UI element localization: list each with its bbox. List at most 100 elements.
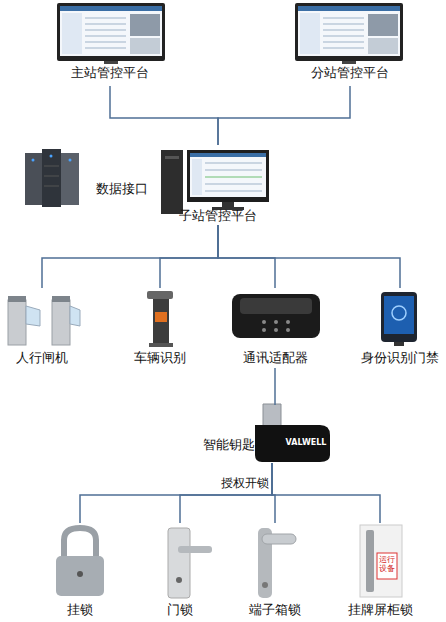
vehicle-camera-illustration-part <box>153 299 169 345</box>
server-illustration-part <box>61 153 79 205</box>
computer-illustration-part <box>205 177 262 178</box>
access-terminal-illustration-part <box>381 292 417 342</box>
access-terminal-illustration <box>381 292 417 346</box>
node-label: 身份识别门禁 <box>357 351 443 366</box>
gate-illustration-part <box>8 296 26 302</box>
monitor-illustration-part <box>295 3 403 61</box>
node-label: 数据接口 <box>92 182 152 197</box>
access-terminal-illustration-part <box>394 342 404 346</box>
gate-illustration-part <box>8 300 26 345</box>
connector-line <box>272 463 380 523</box>
connector-line <box>218 225 275 288</box>
computer-illustration-part <box>205 184 262 185</box>
terminal-box-lock-illustration <box>258 528 296 598</box>
smart-key-illustration-part <box>263 404 281 426</box>
adapter-illustration-part <box>286 328 290 332</box>
monitor-illustration-part <box>85 24 126 25</box>
connector-line <box>42 225 218 288</box>
server-illustration-part <box>44 166 59 167</box>
adapter-illustration-part <box>240 298 312 314</box>
vehicle-camera-illustration-part <box>147 291 173 299</box>
door-lock-illustration-part <box>168 528 190 598</box>
monitor-illustration-part <box>323 24 364 25</box>
computer-illustration <box>161 150 269 214</box>
server-illustration-part <box>42 149 61 207</box>
node-label: 分站管控平台 <box>290 66 410 81</box>
monitor-illustration-part <box>298 6 400 56</box>
connector-line <box>274 368 276 405</box>
adapter-illustration-part <box>274 320 278 324</box>
terminal-box-lock-illustration-part <box>262 534 296 544</box>
node-label: 子站管控平台 <box>158 209 278 224</box>
monitor-illustration-part <box>57 3 165 61</box>
device-node: 分站管控平台 <box>290 0 410 86</box>
device-marking: VALWELL <box>284 439 328 448</box>
connector-line <box>180 463 272 523</box>
monitor-illustration-part <box>368 14 398 36</box>
server-illustration-part <box>44 176 59 177</box>
monitor-illustration-part <box>368 38 398 54</box>
monitor-illustration-part <box>323 18 364 19</box>
vehicle-camera-illustration-part <box>149 343 173 347</box>
monitor-illustration-part <box>85 30 126 31</box>
adapter-illustration <box>232 294 320 338</box>
adapter-illustration-part <box>232 294 320 338</box>
computer-illustration-part <box>165 156 179 159</box>
computer-illustration-part <box>222 202 234 207</box>
monitor-illustration-part <box>62 13 82 54</box>
door-lock-illustration-part <box>178 546 212 553</box>
device-node: 数据接口 <box>20 145 155 210</box>
access-terminal-illustration-part <box>392 306 406 320</box>
monitor-illustration-part <box>85 42 126 43</box>
gate-illustration-part <box>52 300 70 345</box>
gate-illustration-part <box>26 306 40 326</box>
cabinet-lock-illustration <box>360 525 402 597</box>
smart-key-illustration-part <box>255 425 330 462</box>
gate-illustration-part <box>52 296 70 302</box>
cabinet-lock-illustration-part <box>360 525 402 597</box>
monitor-illustration-part <box>300 13 320 54</box>
computer-illustration-part <box>190 153 266 157</box>
node-label: 智能钥匙 <box>200 438 258 453</box>
device-node: 智能钥匙 <box>200 405 332 463</box>
device-node: 身份识别门禁 <box>357 288 443 368</box>
monitor-illustration-part <box>298 6 400 11</box>
device-marking: 运行设备 <box>378 556 396 574</box>
monitor-illustration-part <box>85 48 126 49</box>
server-illustration-part <box>44 186 59 187</box>
padlock-illustration <box>56 528 104 596</box>
monitor-illustration-part <box>130 14 160 36</box>
monitor-illustration-part <box>85 36 126 37</box>
device-node: 端子箱锁 <box>240 523 310 618</box>
vehicle-camera-illustration <box>147 291 173 347</box>
node-label: 端子箱锁 <box>240 603 310 618</box>
monitor-illustration-part <box>323 48 364 49</box>
node-label: 通讯适配器 <box>225 351 325 366</box>
computer-illustration-part <box>205 191 262 192</box>
monitor-illustration-part <box>60 6 162 11</box>
gate-illustration <box>8 296 80 345</box>
node-label: 挂锁 <box>45 603 115 618</box>
connector-line <box>218 86 350 145</box>
line-label: 授权开锁 <box>220 477 270 490</box>
server-illustration <box>25 149 79 207</box>
cabinet-lock-illustration-part <box>366 530 374 592</box>
server-illustration-part <box>25 153 42 205</box>
device-node: 主站管控平台 <box>50 0 170 86</box>
monitor-illustration-part <box>130 38 160 54</box>
device-node: 人行闸机 <box>2 288 82 368</box>
adapter-illustration-part <box>262 320 266 324</box>
smart-key-illustration <box>255 404 330 462</box>
monitor-illustration-part <box>323 42 364 43</box>
monitor-illustration-part <box>323 36 364 37</box>
connector-line <box>110 86 218 145</box>
node-label: 人行闸机 <box>2 351 82 366</box>
device-node: 通讯适配器 <box>225 288 325 368</box>
monitor-illustration-part <box>323 30 364 31</box>
computer-illustration-part <box>205 163 262 164</box>
node-label: 车辆识别 <box>120 351 200 366</box>
computer-illustration-part <box>192 159 202 195</box>
door-lock-illustration-part <box>176 577 182 583</box>
node-label: 门锁 <box>145 603 215 618</box>
